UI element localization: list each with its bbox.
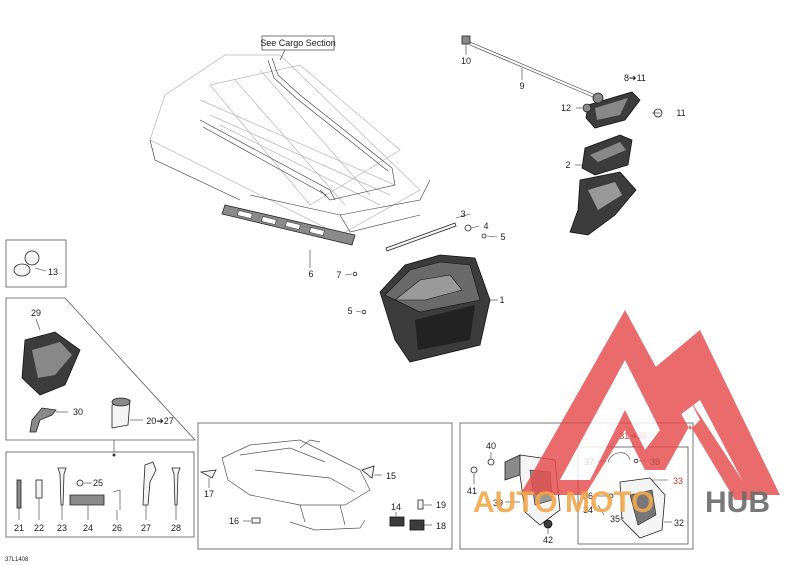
box-part-13: 13 [5, 239, 67, 288]
callout-12: 12 [561, 103, 571, 113]
part-2-bracket [569, 134, 637, 236]
part-1-cover [379, 254, 498, 363]
callout-14: 14 [391, 502, 401, 512]
part-6-side-strip [221, 204, 356, 268]
watermark-text: AUTO MOTO HUB [473, 486, 770, 519]
watermark-text-auto: AUTO [473, 486, 557, 519]
part-tail-light [576, 91, 663, 129]
callout-13: 13 [48, 267, 58, 277]
callout-18: 18 [436, 521, 446, 531]
box-tools: 21 22 23 24 25 26 27 28 [5, 451, 195, 538]
callout-6: 6 [308, 269, 313, 279]
callout-9: 9 [519, 81, 524, 91]
part-9-cable [461, 35, 601, 101]
callout-36: 36 [583, 491, 593, 501]
callout-15: 15 [386, 471, 396, 481]
watermark-text-hub: HUB [705, 486, 770, 519]
callout-29: 29 [31, 308, 41, 318]
callout-3: 3 [460, 209, 465, 219]
callout-23: 23 [57, 523, 67, 533]
cargo-rack-drawing [149, 54, 431, 236]
callout-42: 42 [543, 535, 553, 545]
callout-5-upper: 5 [500, 232, 505, 242]
callout-2: 2 [565, 160, 570, 170]
callout-11: 11 [676, 108, 685, 118]
callout-5-lower: 5 [347, 306, 352, 316]
callout-41: 41 [467, 486, 477, 496]
callout-20-27: 20➔27 [146, 416, 174, 426]
watermark-logo [520, 310, 780, 500]
callout-35: 35 [610, 514, 620, 524]
callout-24: 24 [83, 523, 93, 533]
callout-1: 1 [499, 295, 504, 305]
callout-39: 39 [493, 498, 503, 508]
callout-16: 16 [229, 516, 239, 526]
see-cargo-note-text: See Cargo Section [260, 38, 336, 48]
callout-40: 40 [486, 441, 496, 451]
see-cargo-note: See Cargo Section [260, 35, 336, 61]
callout-10: 10 [461, 56, 471, 66]
callout-27: 27 [141, 523, 151, 533]
callout-labels-upper: 10 9 8➔11 12 11 2 3 4 5 6 7 5 1 [308, 56, 685, 316]
callout-8-11: 8➔11 [624, 73, 646, 83]
callout-32: 32 [674, 518, 684, 528]
callout-28: 28 [171, 523, 181, 533]
callout-4: 4 [483, 221, 488, 231]
part-3-bracket-strip [385, 213, 471, 252]
callout-7: 7 [336, 270, 341, 280]
callout-19: 19 [436, 500, 446, 510]
fasteners-upper [344, 224, 498, 315]
callout-26: 26 [112, 523, 122, 533]
callout-33: 33 [673, 476, 683, 486]
callout-25: 25 [93, 478, 103, 488]
box-tool-bag: 29 30 20➔27 [5, 297, 196, 457]
callout-30: 30 [73, 407, 83, 417]
callout-21: 21 [14, 523, 24, 533]
drawing-code: 37L1408 [5, 557, 29, 563]
callout-17: 17 [204, 489, 214, 499]
callout-22: 22 [34, 523, 44, 533]
box-snowmobile: 17 15 16 14 19 18 [197, 422, 453, 550]
callout-34: 34 [583, 505, 593, 515]
watermark-text-moto: MOTO [565, 486, 654, 519]
